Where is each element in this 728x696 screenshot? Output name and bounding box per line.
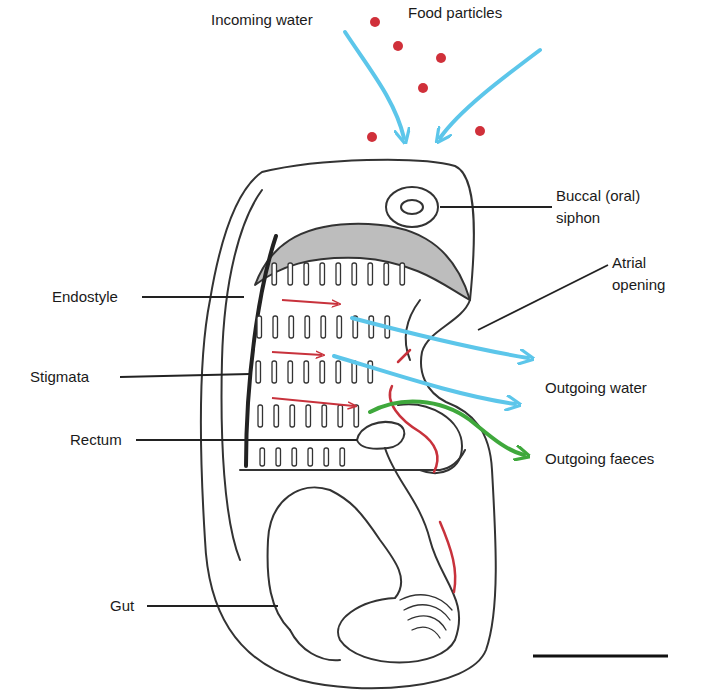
stigma-slit — [306, 405, 311, 427]
stigma-slit — [308, 448, 313, 466]
part-label: Endostyle — [52, 286, 118, 308]
stigma-slit — [384, 263, 389, 285]
stigma-slit — [290, 405, 295, 427]
stigma-slit — [289, 316, 294, 338]
gut-red-line — [390, 350, 438, 472]
rectum-lobe — [398, 404, 462, 473]
part-label: Buccal (oral) siphon — [556, 185, 666, 229]
water-label: Incoming water — [211, 9, 313, 31]
tunic-outline — [201, 160, 496, 688]
part-label: Gut — [110, 595, 134, 617]
stigma-slit — [322, 405, 327, 427]
faeces-arrow — [370, 402, 524, 455]
stigma-slit — [257, 316, 262, 338]
stigma-slit — [340, 448, 345, 466]
gut-wall — [290, 630, 340, 660]
stigma-slit — [274, 405, 279, 427]
part-label: Rectum — [70, 429, 122, 451]
particle-label: Food particles — [408, 2, 502, 24]
intestine — [268, 448, 460, 663]
current-arrows — [272, 300, 354, 406]
stigma-slit — [354, 405, 359, 427]
stigma-slit — [320, 361, 325, 383]
pharynx-band — [255, 224, 470, 300]
pharynx-floor — [240, 450, 465, 470]
stigma-slit — [256, 361, 261, 383]
leader-lines — [120, 207, 608, 606]
stigma-slit — [338, 405, 343, 427]
part-label: Stigmata — [30, 366, 89, 388]
stigmata-slits — [256, 263, 405, 466]
food-particles — [367, 17, 485, 142]
stigma-slit — [272, 263, 277, 285]
stigma-slit — [288, 263, 293, 285]
stigma-slit — [272, 361, 277, 383]
part-label: Atrial opening — [612, 252, 702, 296]
water-arrows — [334, 32, 540, 404]
stigma-slit — [336, 263, 341, 285]
stigma-slit — [292, 448, 297, 466]
siphon-ring — [386, 187, 438, 227]
stigma-slit — [336, 361, 341, 383]
endostyle — [246, 236, 276, 466]
stigma-slit — [352, 263, 357, 285]
stigma-slit — [321, 316, 326, 338]
stigma-slit — [304, 263, 309, 285]
stomach-folds — [400, 595, 452, 638]
stigma-slit — [260, 448, 265, 466]
stigma-slit — [273, 316, 278, 338]
faeces-label: Outgoing faeces — [545, 448, 654, 470]
stigma-slit — [288, 361, 293, 383]
stigma-slit — [324, 448, 329, 466]
rectum — [357, 422, 404, 449]
gut-red-line-lower — [440, 522, 455, 592]
stigma-slit — [305, 316, 310, 338]
stigma-slit — [320, 263, 325, 285]
stigma-slit — [368, 361, 373, 383]
stigma-slit — [369, 316, 374, 338]
stigma-slit — [304, 361, 309, 383]
water-label: Outgoing water — [545, 377, 647, 399]
stigma-slit — [258, 405, 263, 427]
siphon-mouth — [401, 200, 423, 214]
stigma-slit — [368, 263, 373, 285]
stigma-slit — [337, 316, 342, 338]
stigma-slit — [276, 448, 281, 466]
stigma-slit — [400, 263, 405, 285]
scale-bar — [533, 655, 668, 658]
